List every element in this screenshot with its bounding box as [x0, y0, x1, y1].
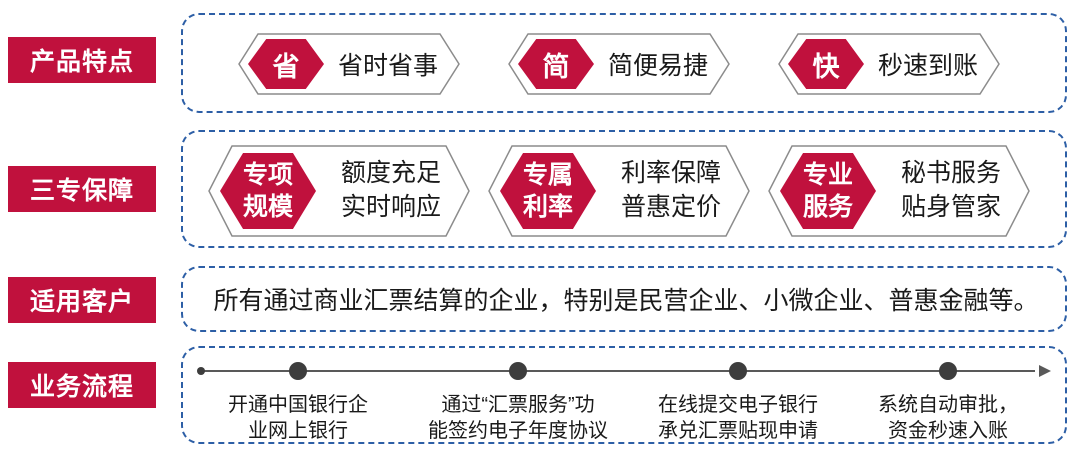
customers-box: 所有通过商业汇票结算的企业，特别是民营企业、小微企业、普惠金融等。: [181, 266, 1067, 332]
timeline-line: [199, 370, 1035, 372]
process-step-line1: 系统自动审批，: [878, 394, 1018, 416]
timeline-dot-3: [729, 362, 747, 380]
hexagon-outline-icon: [508, 33, 730, 95]
guarantee-badge-line2: 规模: [242, 193, 293, 221]
guarantee-text-1: 额度充足 实时响应: [320, 145, 462, 237]
guarantee-text-line1: 利率保障: [620, 159, 721, 188]
timeline-dot-4: [939, 362, 957, 380]
feature-badge-2: 简: [518, 39, 594, 89]
hexagon-outline-icon: [208, 145, 470, 237]
process-step-3: 在线提交电子银行 承兑汇票贴现申请: [633, 392, 843, 444]
process-step-line2: 能签约电子年度协议: [428, 420, 608, 442]
customers-text: 所有通过商业汇票结算的企业，特别是民营企业、小微企业、普惠金融等。: [213, 287, 1039, 315]
feature-badge-3: 快: [788, 39, 864, 89]
process-step-4: 系统自动审批， 资金秒速入账: [843, 392, 1053, 444]
guarantee-badge-line2: 服务: [802, 193, 853, 221]
process-step-line1: 在线提交电子银行: [658, 394, 818, 416]
feature-text: 秒速到账: [877, 52, 978, 80]
section-label-product-features: 产品特点: [8, 37, 156, 83]
section-label-customers: 适用客户: [8, 277, 156, 323]
guarantee-text-line1: 秘书服务: [900, 159, 1001, 188]
guarantee-item-2: 专属 利率 利率保障 普惠定价: [488, 145, 750, 237]
feature-badge-1: 省: [248, 39, 324, 89]
hexagon-outline-icon: [778, 33, 1000, 95]
process-step-line1: 通过“汇票服务”功: [441, 394, 595, 416]
timeline-dot-1: [289, 362, 307, 380]
guarantee-text-3: 秘书服务 贴身管家: [880, 145, 1022, 237]
feature-item-3: 快 秒速到账: [778, 33, 1000, 95]
hexagon-outline-icon: [488, 145, 750, 237]
guarantee-item-3: 专业 服务 秘书服务 贴身管家: [768, 145, 1030, 237]
guarantee-badge-1: 专项 规模: [220, 153, 316, 229]
section-label-process: 业务流程: [8, 362, 156, 408]
feature-badge-text: 快: [812, 51, 840, 82]
guarantee-badge-line2: 利率: [522, 193, 573, 221]
feature-item-1: 省 省时省事: [238, 33, 460, 95]
section-label-guarantees: 三专保障: [8, 166, 156, 212]
feature-item-2: 简 简便易捷: [508, 33, 730, 95]
guarantee-text-2: 利率保障 普惠定价: [600, 145, 742, 237]
guarantee-item-1: 专项 规模 额度充足 实时响应: [208, 145, 470, 237]
guarantee-badge-3: 专业 服务: [780, 153, 876, 229]
process-step-line1: 开通中国银行企: [228, 394, 368, 416]
process-step-line2: 资金秒速入账: [888, 420, 1008, 442]
timeline-arrow-icon: [1039, 365, 1051, 377]
feature-badge-text: 简: [542, 51, 570, 82]
guarantees-box: 专项 规模 额度充足 实时响应 专属 利率 利率保障 普惠定价: [181, 130, 1067, 248]
guarantee-text-line1: 额度充足: [340, 159, 441, 188]
process-step-line2: 业网上银行: [248, 420, 348, 442]
timeline-start-dot: [197, 367, 205, 375]
process-step-line2: 承兑汇票贴现申请: [658, 420, 818, 442]
guarantee-badge-line1: 专业: [802, 161, 853, 189]
guarantee-text-line2: 普惠定价: [620, 193, 721, 221]
feature-badge-text: 省: [272, 51, 300, 82]
timeline-dot-2: [509, 362, 527, 380]
feature-text: 简便易捷: [607, 52, 708, 80]
hexagon-outline-icon: [238, 33, 460, 95]
product-features-box: 省 省时省事 简 简便易捷 快 秒速到账: [181, 13, 1067, 113]
process-step-2: 通过“汇票服务”功 能签约电子年度协议: [413, 392, 623, 444]
guarantee-text-line2: 实时响应: [340, 193, 441, 221]
process-box: 开通中国银行企 业网上银行 通过“汇票服务”功 能签约电子年度协议 在线提交电子…: [181, 346, 1067, 444]
hexagon-outline-icon: [768, 145, 1030, 237]
guarantee-badge-line1: 专属: [522, 161, 573, 189]
guarantee-badge-2: 专属 利率: [500, 153, 596, 229]
process-step-1: 开通中国银行企 业网上银行: [193, 392, 403, 444]
guarantee-text-line2: 贴身管家: [900, 193, 1001, 221]
feature-text: 省时省事: [337, 52, 438, 80]
guarantee-badge-line1: 专项: [242, 161, 293, 189]
